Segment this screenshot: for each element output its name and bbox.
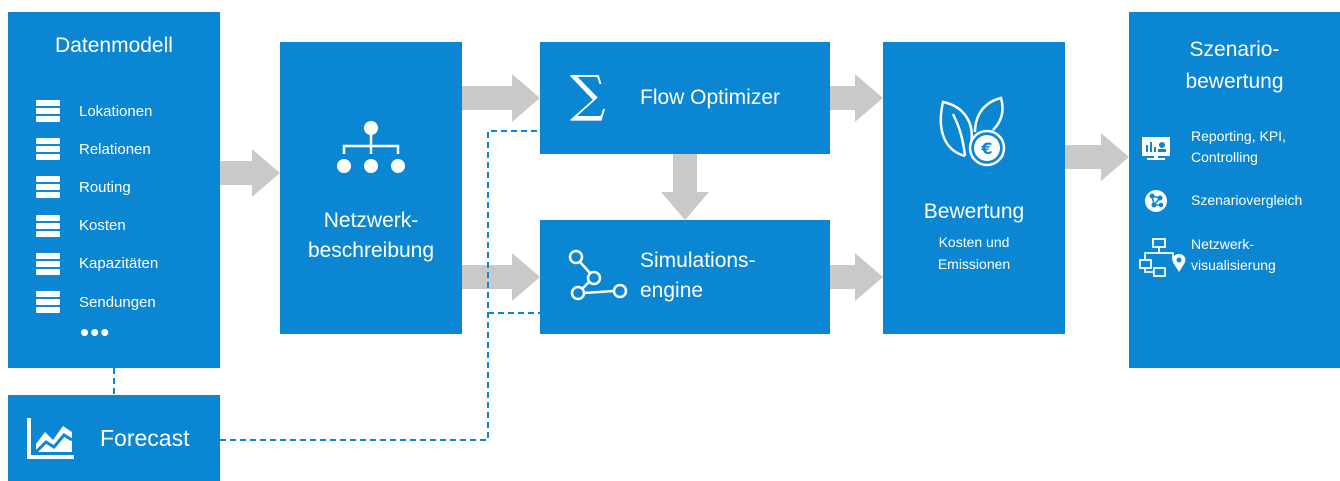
hierarchy-icon [337, 121, 405, 173]
szenario-item-line1: Szenariovergleich [1191, 192, 1303, 208]
datenmodell-title: Datenmodell [55, 34, 173, 57]
flow-optimizer-label: Flow Optimizer [640, 86, 781, 109]
database-icon [36, 291, 60, 314]
datenmodell-box: Datenmodell Lokationen Relationen Routin… [8, 12, 220, 368]
arrow-datenmodell-to-netzwerk [220, 149, 280, 197]
arrow-flow-to-simulation [661, 154, 709, 220]
forecast-label: Forecast [100, 425, 190, 451]
szenario-item-label: Reporting, KPI, Controlling [1191, 126, 1286, 168]
list-item: Lokationen [36, 92, 158, 130]
bewertung-box: € Bewertung Kosten und Emissionen [883, 42, 1065, 334]
netzwerk-box: Netzwerk- beschreibung [280, 42, 462, 334]
database-icon [36, 252, 60, 275]
database-icon [36, 214, 60, 237]
szenario-item-label: Szenariovergleich [1191, 190, 1302, 211]
netzwerk-label-line2: beschreibung [307, 239, 435, 262]
list-item-label: Kapazitäten [79, 255, 159, 273]
database-icon [36, 176, 60, 199]
eco-euro-icon: € [939, 96, 1006, 167]
list-item-label: Sendungen [79, 293, 156, 311]
bewertung-title: Bewertung [923, 200, 1025, 223]
list-item: Kosten [36, 207, 158, 245]
simulation-label: Simulations- engine [640, 246, 756, 306]
database-icon [36, 138, 60, 161]
szenario-item-line1: Reporting, KPI, [1191, 128, 1286, 144]
list-item: Routing [36, 168, 158, 206]
forecast-box: Forecast [8, 395, 220, 481]
globe-network-icon [1145, 190, 1167, 212]
flow-optimizer-box: ∑ Flow Optimizer [540, 42, 830, 154]
list-item-label: Lokationen [79, 102, 153, 120]
list-item-label: Kosten [79, 217, 126, 235]
szenario-item-line2: visualisierung [1191, 257, 1276, 273]
arrow-netzwerk-to-flow [462, 74, 540, 122]
sigma-icon: ∑ [570, 65, 606, 123]
szenario-title-line2: bewertung [1185, 70, 1284, 93]
szenario-box: Szenario- bewertung Reporting, KPI, Cont… [1129, 12, 1340, 368]
list-item-label: Relationen [79, 140, 151, 158]
chart-icon [27, 418, 74, 459]
netzwerk-label-line1: Netzwerk- [323, 209, 419, 232]
szenario-item-line2: Controlling [1191, 149, 1258, 165]
simulation-box: Simulations- engine [540, 220, 830, 334]
szenario-item-label: Netzwerk- visualisierung [1191, 234, 1276, 276]
network-map-icon [1139, 238, 1186, 277]
bewertung-sub-line2: Emissionen [937, 256, 1011, 272]
arrow-flow-to-bewertung [830, 74, 883, 122]
simulation-label-line1: Simulations- [640, 249, 756, 272]
database-icon [36, 100, 60, 123]
szenario-title-line1: Szenario- [1189, 38, 1280, 61]
dashed-line-forecast-to-engines [220, 130, 540, 441]
dashboard-icon [1142, 137, 1170, 160]
more-dots: ••• [80, 317, 111, 347]
szenario-title: Szenario- bewertung [1129, 34, 1340, 98]
network-path-icon [568, 249, 628, 301]
list-item-label: Routing [79, 178, 131, 196]
szenario-item-line1: Netzwerk- [1191, 236, 1255, 252]
netzwerk-label: Netzwerk- beschreibung [280, 206, 462, 266]
svg-text:€: € [980, 139, 992, 158]
list-item: Relationen [36, 130, 158, 168]
arrow-bewertung-to-szenario [1065, 133, 1129, 181]
list-item: Sendungen [36, 283, 158, 321]
bewertung-subtitle: Kosten und Emissionen [883, 231, 1065, 275]
arrow-simulation-to-bewertung [830, 253, 883, 301]
bewertung-sub-line1: Kosten und [938, 234, 1010, 250]
simulation-label-line2: engine [640, 279, 704, 302]
arrow-netzwerk-to-simulation [462, 253, 540, 301]
list-item: Kapazitäten [36, 245, 158, 283]
datenmodell-list: Lokationen Relationen Routing Kosten Kap… [36, 92, 158, 321]
